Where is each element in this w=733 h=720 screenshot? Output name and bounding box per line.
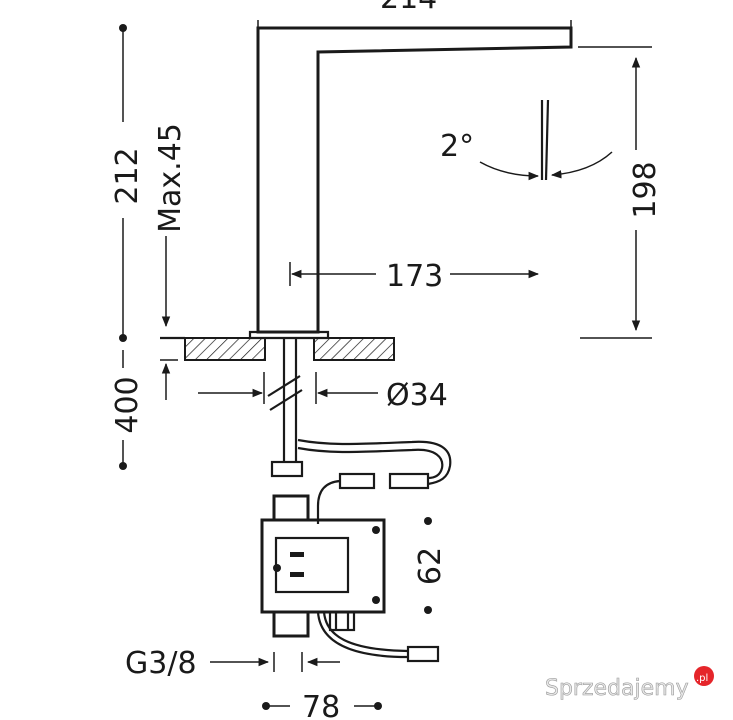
dimension-214: 214 (257, 0, 572, 28)
dimension-214-label: 214 (380, 0, 437, 16)
dimension-400-label: 400 (110, 376, 145, 433)
dimension-angle-label: 2° (440, 129, 474, 164)
dimension-62-label: 62 (413, 547, 448, 585)
dimension-198-label: 198 (628, 161, 663, 218)
dimension-173: 173 (289, 259, 540, 294)
dimension-62: 62 (413, 517, 448, 614)
watermark-badge-text: .pl (696, 673, 708, 684)
supply-hose (267, 338, 452, 524)
watermark-text: Sprzedajemy (545, 676, 689, 701)
dimension-d34-label: Ø34 (386, 378, 448, 413)
dimension-g38: G3/8 (125, 646, 340, 681)
dimension-78-label: 78 (302, 690, 340, 720)
dimension-173-label: 173 (386, 259, 443, 294)
dimension-left-vertical: 212 400 Max.45 (110, 24, 188, 470)
watermark: Sprzedajemy .pl (545, 666, 714, 701)
dimension-198: 198 (578, 46, 663, 339)
dimension-212-label: 212 (110, 147, 145, 204)
control-box (260, 494, 440, 663)
dimension-78: 78 (262, 690, 382, 720)
dimension-max45-label: Max.45 (153, 123, 188, 233)
watermark-badge-icon (694, 666, 714, 686)
dimension-angle: 2° (440, 99, 613, 181)
dimension-g38-label: G3/8 (125, 646, 197, 681)
counter-top (160, 336, 395, 361)
dimension-d34: Ø34 (198, 372, 448, 413)
